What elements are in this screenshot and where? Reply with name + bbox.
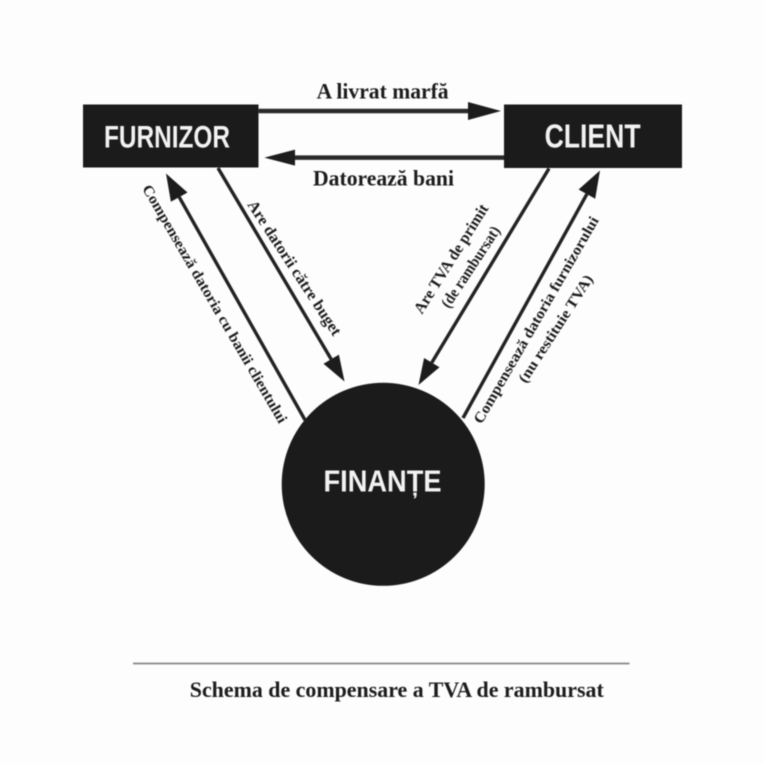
svg-text:A livrat marfă: A livrat marfă [317, 78, 449, 103]
svg-text:FINANȚE: FINANȚE [324, 464, 442, 499]
svg-text:Datorează bani: Datorează bani [313, 166, 454, 191]
svg-text:CLIENT: CLIENT [545, 117, 641, 154]
svg-text:FURNIZOR: FURNIZOR [104, 119, 230, 155]
svg-text:Schema de compensare a TVA de: Schema de compensare a TVA de rambursat [190, 677, 605, 702]
